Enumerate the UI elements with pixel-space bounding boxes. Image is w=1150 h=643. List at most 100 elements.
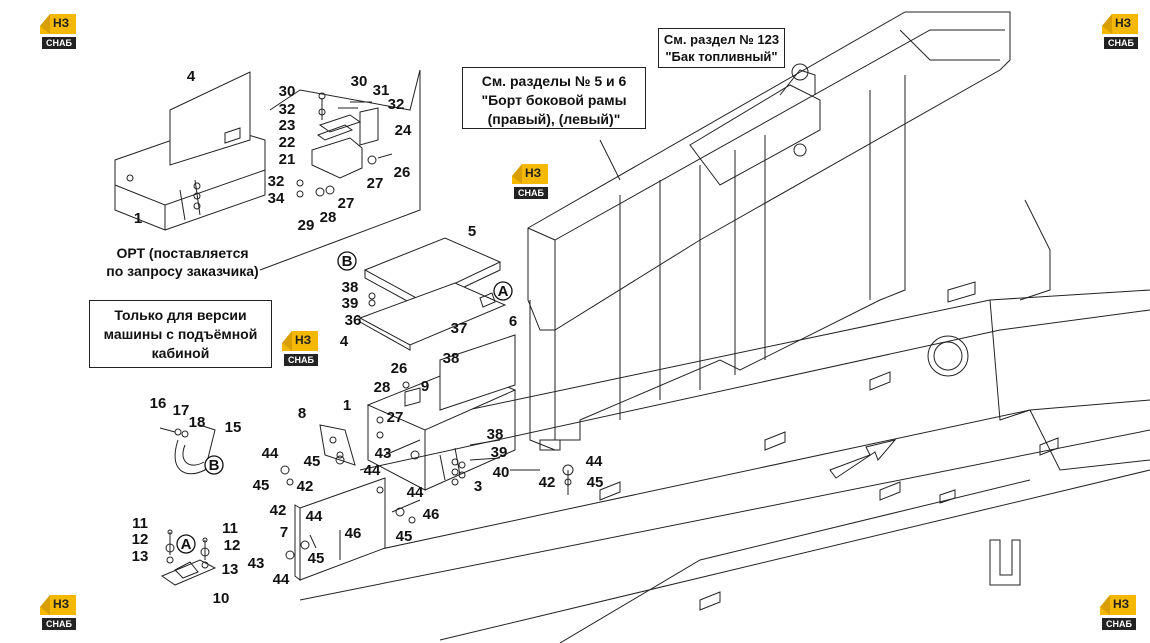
callout-45: 45 (396, 528, 413, 545)
view-marker-label: B (209, 457, 220, 474)
callout-44: 44 (306, 508, 323, 525)
callout-34: 34 (268, 190, 285, 207)
note-lift-cab-line1: Только для версии (114, 307, 247, 323)
callout-13: 13 (132, 548, 149, 565)
view-marker-label: A (181, 536, 192, 553)
callout-11: 11 (132, 515, 148, 532)
logo-letters: НЗ (525, 166, 542, 180)
logo-cube-icon (512, 164, 548, 184)
callout-38: 38 (342, 279, 359, 296)
note-section-123-line2: "Бак топливный" (665, 49, 778, 64)
callout-45: 45 (253, 477, 270, 494)
view-marker-label: A (498, 283, 509, 300)
watermark-logo: НЗ СНАБ (38, 10, 78, 52)
note-sections-5-6-line1: См. разделы № 5 и 6 (481, 73, 627, 89)
view-marker-A: A (493, 281, 513, 301)
view-markers: B A B A (176, 251, 513, 554)
callout-12: 12 (224, 537, 241, 554)
logo-subtitle: СНАБ (514, 187, 548, 199)
watermark-logo: НЗ СНАБ (1098, 591, 1138, 633)
logo-letters: НЗ (1115, 16, 1132, 30)
logo-letters: НЗ (53, 16, 70, 30)
view-marker-circle (176, 534, 196, 554)
callout-26: 26 (394, 164, 411, 181)
view-marker-circle (493, 281, 513, 301)
view-marker-B: B (204, 455, 224, 475)
callout-37: 37 (451, 320, 468, 337)
logo-cube-icon (282, 331, 318, 351)
callout-39: 39 (342, 295, 359, 312)
logo-subtitle: СНАБ (284, 354, 318, 366)
watermark-logo: НЗ СНАБ (280, 327, 320, 369)
logo-letters: НЗ (295, 333, 312, 347)
callout-32: 32 (388, 96, 405, 113)
callout-42: 42 (539, 474, 556, 491)
callout-32: 32 (279, 101, 296, 118)
callout-6: 6 (509, 313, 517, 330)
callout-9: 9 (421, 378, 429, 395)
logo-subtitle: СНАБ (1104, 37, 1138, 49)
callout-28: 28 (320, 209, 337, 226)
callout-46: 46 (345, 525, 362, 542)
callout-44: 44 (586, 453, 603, 470)
callout-22: 22 (279, 134, 296, 151)
callout-30: 30 (279, 83, 296, 100)
callout-5: 5 (468, 223, 476, 240)
note-lift-cab-line2: машины с подъёмной (103, 326, 258, 342)
note-section-123-line1: См. раздел № 123 (663, 32, 780, 47)
callout-4: 4 (340, 333, 349, 350)
callout-30: 30 (351, 73, 368, 90)
callout-44: 44 (407, 484, 424, 501)
callout-17: 17 (173, 402, 190, 419)
logo-cube-icon (1102, 14, 1138, 34)
callout-18: 18 (189, 414, 206, 431)
note-sections-5-6-line3: (правый), (левый)" (487, 111, 621, 127)
callout-8: 8 (298, 405, 306, 422)
watermark-logo: НЗ СНАБ (510, 160, 550, 202)
callout-23: 23 (279, 117, 296, 134)
watermark-logo: НЗ СНАБ (38, 591, 78, 633)
callout-32: 32 (268, 173, 285, 190)
callout-11: 11 (222, 520, 238, 537)
view-marker-circle (337, 251, 357, 271)
note-sections-5-6: См. разделы № 5 и 6 "Борт боковой рамы (… (462, 67, 646, 129)
callout-24: 24 (395, 122, 412, 139)
watermark-logo: НЗ СНАБ (1100, 10, 1140, 52)
note-section-123: См. раздел № 123 "Бак топливный" (658, 28, 785, 68)
callout-44: 44 (273, 571, 290, 588)
note-lift-cab: Только для версии машины с подъёмной каб… (89, 300, 272, 368)
logo-cube-icon (40, 14, 76, 34)
logo-cube-icon (40, 595, 76, 615)
callout-27: 27 (387, 409, 404, 426)
callout-10: 10 (213, 590, 230, 607)
callout-28: 28 (374, 379, 391, 396)
callout-38: 38 (487, 426, 504, 443)
view-marker-circle (204, 455, 224, 475)
logo-subtitle: СНАБ (42, 37, 76, 49)
callout-12: 12 (132, 531, 149, 548)
note-lift-cab-line3: кабиной (151, 345, 210, 361)
callout-44: 44 (262, 445, 279, 462)
logo-subtitle: СНАБ (42, 618, 76, 630)
callout-26: 26 (391, 360, 408, 377)
callout-40: 40 (493, 464, 510, 481)
callout-45: 45 (587, 474, 604, 491)
callout-13: 13 (222, 561, 239, 578)
frame-drawing (114, 11, 1150, 643)
callout-29: 29 (298, 217, 315, 234)
note-sections-5-6-line2: "Борт боковой рамы (481, 92, 627, 108)
callout-27: 27 (338, 195, 355, 212)
callout-21: 21 (279, 151, 296, 168)
view-marker-B: B (337, 251, 357, 271)
view-marker-A: A (176, 534, 196, 554)
note-opt: ОРТ (поставляется по запросу заказчика) (100, 244, 265, 280)
callout-43: 43 (248, 555, 265, 572)
callout-42: 42 (297, 478, 314, 495)
logo-subtitle: СНАБ (1102, 618, 1136, 630)
logo-letters: НЗ (53, 597, 70, 611)
logo-letters: НЗ (1113, 597, 1130, 611)
callout-3: 3 (474, 478, 482, 495)
callout-43: 43 (375, 445, 392, 462)
